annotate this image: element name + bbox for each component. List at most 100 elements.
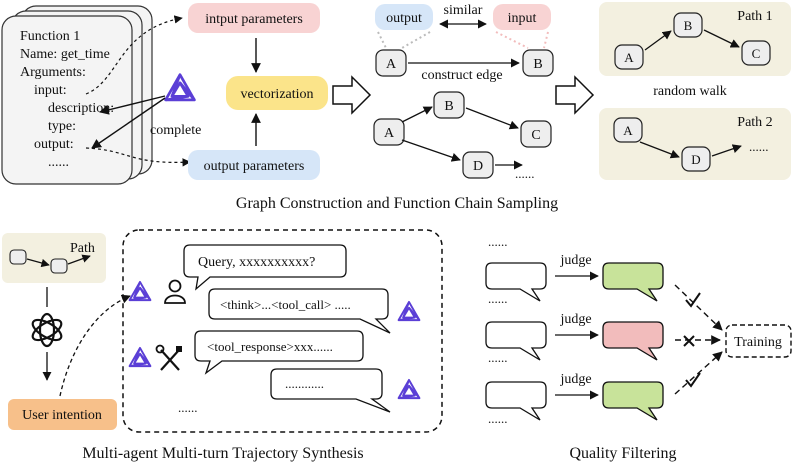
agent-logo-icon [397,300,421,322]
similar-label: similar [444,3,483,18]
graph-node-a-label: A [386,57,397,72]
output-tag-box [375,4,433,30]
judge-label-3: judge [559,372,591,387]
think-bubble [208,288,391,334]
path2-edge-ad [639,141,680,159]
graph2-node-c-label: C [531,128,540,143]
card-ellipsis: ...... [48,155,69,170]
input-tag-box [493,4,551,30]
function-card-stack: Function 1 Name: get_time Arguments: inp… [1,5,153,185]
response-bubble-1 [485,262,547,302]
section1-caption: Graph Construction and Function Chain Sa… [236,195,558,212]
path2-node-a-label: A [623,123,633,138]
agent-logo-icon [164,73,196,102]
card-output: output: [34,137,74,152]
input-params-label: intput parameters [205,12,303,27]
training-box [725,324,792,358]
section2-caption: Multi-agent Multi-turn Trajectory Synthe… [82,445,363,462]
quality-top-dots: ...... [488,234,508,249]
graph2-node-c [520,120,552,148]
complete-label: complete [150,123,201,138]
complete-arrow-1 [99,95,166,115]
intention-to-dialogue-arrow [59,294,131,397]
vectorization-label: vectorization [240,87,313,102]
path1-node-b [673,12,703,38]
output-link-dots [377,31,387,49]
path1-node-c [741,40,771,66]
quality-mid-dots-1: ...... [488,291,508,306]
tool-response-bubble [194,330,364,375]
checkmark-icon [685,372,701,388]
user-icon [164,279,186,304]
pass-arrow-3 [674,351,723,395]
card-title: Function 1 [20,29,80,44]
path2-ellipsis: ...... [749,139,769,154]
llm-logo-icon [31,312,63,348]
path2-node-d [681,146,711,172]
quality-bottom-dots: ...... [488,411,508,426]
input-extract-arrow [85,15,183,95]
edge-a-b [401,106,433,123]
cross-icon [683,335,695,347]
path1-label: Path 1 [737,9,772,24]
output-link-dots-2 [401,31,431,49]
graph-node-b [522,49,554,77]
graph-ellipsis: ...... [515,166,535,181]
judged-bubble-2 [602,321,664,361]
query-bubble [183,244,347,291]
graph2-node-a-label: A [384,126,395,141]
card-input: input: [34,83,67,98]
card-name: Name: get_time [20,47,110,62]
vectorization-box [226,76,328,110]
path1-edge-ab [644,30,672,51]
graph2-node-d [462,151,494,179]
graph-node-b-label: B [533,57,542,72]
section3-caption: Quality Filtering [569,445,676,462]
judged-bubble-3 [602,381,664,421]
graph2-node-a [373,118,405,146]
user-intention-label: User intention [22,408,102,423]
path1-node-b-label: B [684,18,693,33]
think-text: <think>...<tool_call> ..... [220,297,351,312]
judge-label-2: judge [559,312,591,327]
output-tag-label: output [386,11,422,26]
input-link-dots-2 [543,31,549,49]
agent-logo-icon [397,378,421,400]
path-small-edge-2 [67,254,91,265]
path1-edge-bc [703,29,740,48]
dialogue-tail-ellipsis: ...... [178,400,198,415]
judged-bubble-1 [602,262,664,302]
path-small-label: Path [70,241,95,256]
checkmark-icon [685,292,701,308]
response-bubble-2 [485,321,547,361]
input-params-box [188,3,320,33]
output-params-box [188,150,320,180]
response-bubble-3 [485,381,547,421]
path1-node-a [614,44,644,70]
quality-mid-dots-2: ...... [488,350,508,365]
dialogue-frame [122,229,443,433]
dots-text: ............ [285,376,324,391]
edge-b-c [465,107,519,130]
pass-arrow-1 [674,284,723,331]
graph2-node-d-label: D [473,159,483,174]
path1-node-a-label: A [624,50,634,65]
path2-edge-next [711,144,742,157]
agent-logo-icon [128,280,152,302]
output-params-label: output parameters [204,159,305,174]
path-panel-small [2,233,106,283]
input-tag-label: input [508,11,537,26]
path2-panel [599,108,791,180]
graph2-node-b-label: B [444,99,453,114]
output-extract-arrow [85,147,191,167]
card-arguments: Arguments: [20,65,86,80]
graph-node-a [375,49,407,77]
training-label: Training [734,335,782,350]
dots-bubble [270,368,391,413]
edge-a-d [401,139,461,162]
input-link-dots [495,31,529,49]
path1-node-c-label: C [752,46,761,61]
query-text: Query, xxxxxxxxxx? [198,255,315,270]
judge-label-1: judge [559,253,591,268]
